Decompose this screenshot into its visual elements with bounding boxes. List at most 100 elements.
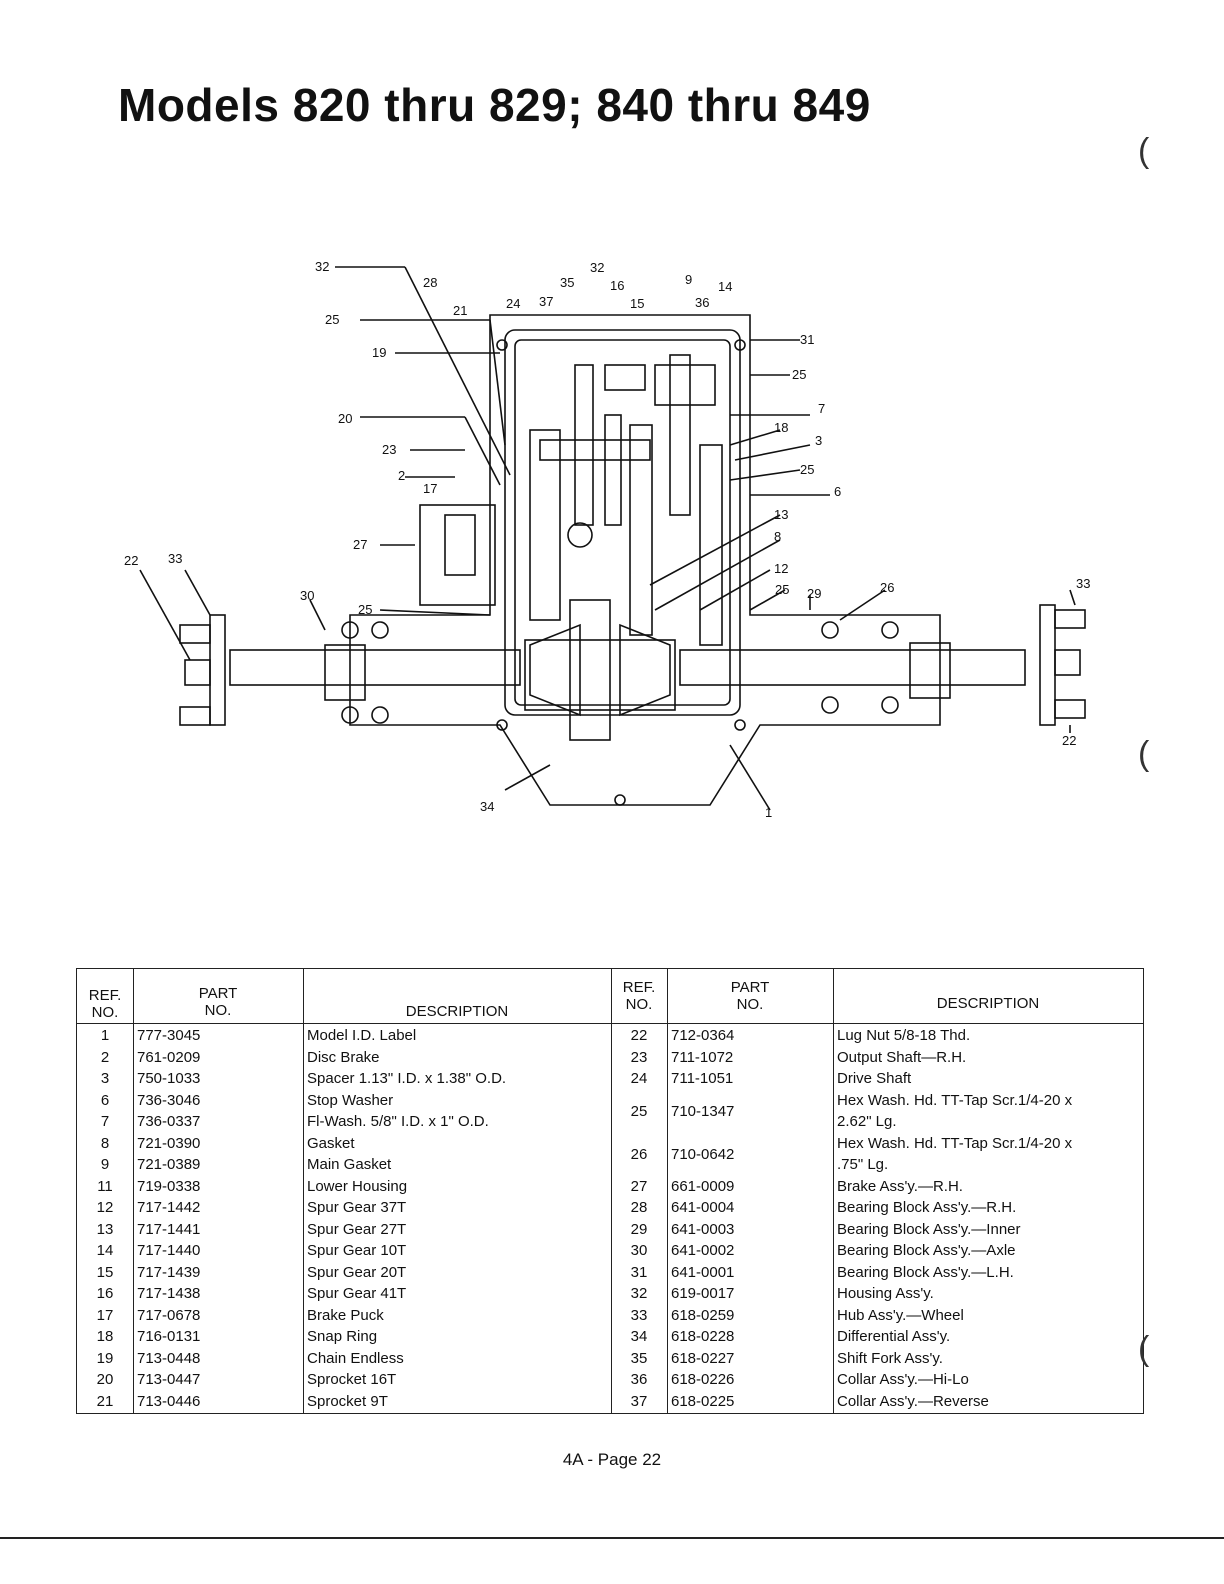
callout-28: 28 — [423, 275, 437, 290]
description-cell: Lower Housing — [307, 1177, 408, 1195]
ref-no-cell: 29 — [630, 1220, 648, 1238]
description-cell: Spur Gear 27T — [307, 1220, 407, 1238]
description-cell: Bearing Block Ass'y.—Axle — [837, 1242, 1016, 1259]
ref-no-cell: 27 — [630, 1177, 648, 1195]
callout-3: 3 — [815, 433, 822, 448]
part-no-cell: 736-3046 — [137, 1091, 201, 1109]
part-header-right-line2: NO. — [736, 996, 764, 1013]
part-no-cell: 619-0017 — [671, 1285, 735, 1302]
part-no-cell: 618-0259 — [671, 1306, 735, 1324]
part-no-cell: 719-0338 — [137, 1177, 201, 1195]
ref-no-cell: 24 — [630, 1070, 648, 1087]
callout-2: 2 — [398, 468, 405, 483]
callout-22-right: 22 — [1062, 733, 1076, 748]
binding-hole-mark: ( — [1138, 132, 1150, 170]
callout-12: 12 — [774, 561, 788, 576]
bottom-rule — [0, 1537, 1224, 1539]
description-cell: Sprocket 9T — [307, 1392, 388, 1410]
description-cell: Housing Ass'y. — [837, 1285, 934, 1302]
ref-no-cell: 7 — [100, 1113, 110, 1130]
callout-13: 13 — [774, 507, 788, 522]
description-cell: Differential Ass'y. — [837, 1328, 951, 1345]
description-cell: Output Shaft—R.H. — [837, 1048, 967, 1066]
callout-30: 30 — [300, 588, 314, 603]
description-cell-continued: .75" Lg. — [837, 1156, 889, 1173]
callout-25-c: 25 — [792, 367, 806, 382]
description-cell: Gasket — [307, 1134, 355, 1152]
description-cell: Main Gasket — [307, 1156, 392, 1173]
ref-no-cell: 22 — [630, 1027, 648, 1044]
part-no-header-right: PART NO. — [667, 969, 833, 1023]
ref-no-header-right: REF. NO. — [611, 969, 667, 1023]
part-no-cell: 717-1441 — [137, 1220, 201, 1238]
ref-no-cell: 36 — [630, 1371, 648, 1388]
callout-19: 19 — [372, 345, 386, 360]
ref-no-cell: 21 — [96, 1392, 114, 1410]
part-no-cell: 618-0228 — [671, 1328, 735, 1345]
description-cell: Model I.D. Label — [307, 1027, 417, 1044]
part-no-cell: 717-1442 — [137, 1199, 201, 1216]
ref-no-cell: 3 — [100, 1070, 110, 1087]
callout-31: 31 — [800, 332, 814, 347]
ref-no-cell: 32 — [630, 1285, 648, 1302]
callout-25-e: 25 — [775, 582, 789, 597]
part-no-cell: 716-0131 — [137, 1328, 201, 1345]
callout-33-left: 33 — [168, 551, 182, 566]
description-cell: Shift Fork Ass'y. — [837, 1349, 943, 1367]
callout-7: 7 — [818, 401, 825, 416]
part-header-right-line1: PART — [730, 979, 770, 996]
part-no-header: PART NO. — [133, 969, 303, 1023]
callout-6: 6 — [834, 484, 841, 499]
part-no-cell: 717-1439 — [137, 1263, 201, 1281]
callout-14: 14 — [718, 279, 732, 294]
description-cell: Chain Endless — [307, 1349, 404, 1367]
description-header-right-text: DESCRIPTION — [936, 995, 1040, 1012]
part-no-cell: 717-0678 — [137, 1306, 201, 1324]
description-cell: Stop Washer — [307, 1091, 394, 1109]
ref-no-cell: 13 — [96, 1220, 114, 1238]
page-title: Models 820 thru 829; 840 thru 849 — [118, 79, 871, 131]
ref-no-header: REF. NO. — [77, 969, 133, 1023]
description-cell: Drive Shaft — [837, 1070, 912, 1087]
part-no-cell: 710-0642 — [671, 1145, 735, 1163]
description-cell: Fl-Wash. 5/8" I.D. x 1" O.D. — [307, 1113, 489, 1130]
ref-no-cell: 8 — [100, 1134, 110, 1152]
callout-34: 34 — [480, 799, 494, 814]
description-cell: Hub Ass'y.—Wheel — [837, 1306, 964, 1324]
ref-no-cell: 20 — [96, 1371, 114, 1388]
ref-header-line1: REF. — [88, 987, 122, 1004]
part-header-line1: PART — [198, 985, 238, 1002]
ref-header-right-line2: NO. — [625, 996, 653, 1013]
ref-no-cell: 34 — [630, 1328, 648, 1345]
description-cell: Brake Puck — [307, 1306, 384, 1324]
description-header-right: DESCRIPTION — [833, 969, 1143, 1023]
table-row: 13 717-1441 Spur Gear 27T — [77, 1219, 611, 1241]
description-cell-continued: 2.62" Lg. — [837, 1113, 897, 1130]
part-no-cell: 661-0009 — [671, 1177, 735, 1195]
transaxle-exploded-diagram: 32 28 21 25 19 20 23 2 17 27 22 33 30 25… — [124, 259, 1090, 820]
description-cell: Collar Ass'y.—Reverse — [837, 1392, 989, 1410]
description-cell: Spur Gear 20T — [307, 1263, 407, 1281]
ref-no-cell: 17 — [96, 1306, 114, 1324]
callout-9: 9 — [685, 272, 692, 287]
callout-17: 17 — [423, 481, 437, 496]
part-no-cell: 717-1440 — [137, 1242, 201, 1259]
description-cell: Disc Brake — [307, 1048, 380, 1066]
description-cell: Spur Gear 10T — [307, 1242, 407, 1259]
callout-25-b: 25 — [358, 602, 372, 617]
